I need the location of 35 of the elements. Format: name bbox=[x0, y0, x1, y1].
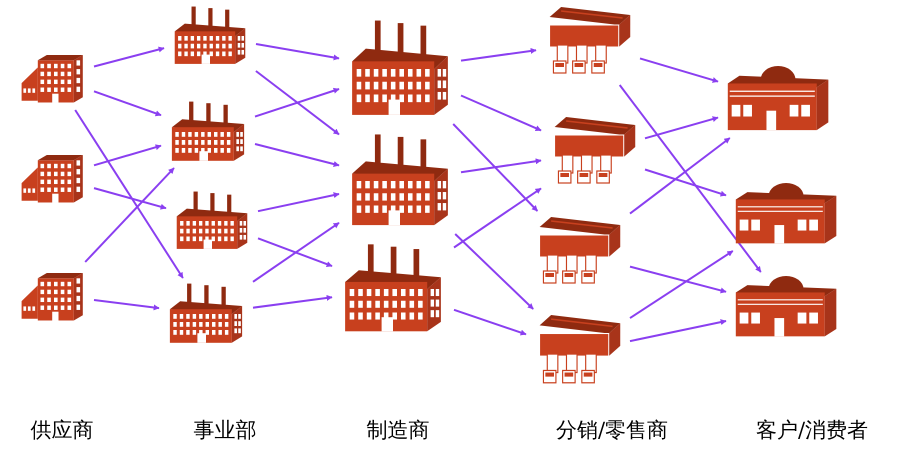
arrow bbox=[84, 167, 175, 263]
column-label: 客户/消费者 bbox=[756, 417, 868, 444]
column-label: 供应商 bbox=[30, 417, 94, 444]
arrow bbox=[94, 90, 162, 116]
arrow bbox=[452, 123, 538, 212]
arrow bbox=[460, 94, 542, 132]
arrow bbox=[94, 299, 160, 310]
arrow bbox=[258, 237, 333, 268]
arrow bbox=[74, 109, 184, 279]
arrow bbox=[629, 250, 734, 319]
arrow bbox=[629, 137, 730, 214]
arrow bbox=[630, 266, 727, 294]
column-label: 事业部 bbox=[194, 417, 256, 444]
arrow bbox=[94, 144, 162, 166]
column-label: 分销/零售商 bbox=[556, 417, 668, 444]
arrow bbox=[640, 57, 719, 83]
arrow bbox=[94, 46, 165, 68]
arrow bbox=[94, 187, 167, 210]
arrow bbox=[255, 70, 340, 136]
column-label: 制造商 bbox=[366, 417, 430, 444]
arrow bbox=[453, 188, 542, 248]
arrow bbox=[258, 192, 340, 212]
arrow bbox=[644, 168, 727, 197]
arrow bbox=[256, 43, 340, 60]
arrow bbox=[618, 84, 762, 273]
arrow bbox=[644, 116, 719, 140]
arrow bbox=[630, 319, 727, 342]
arrow bbox=[454, 308, 527, 336]
arrow bbox=[254, 88, 340, 118]
arrow bbox=[460, 158, 542, 174]
arrow bbox=[460, 48, 537, 62]
arrow bbox=[252, 222, 340, 283]
arrow bbox=[454, 233, 534, 310]
arrow bbox=[252, 294, 333, 309]
arrow bbox=[254, 143, 340, 167]
